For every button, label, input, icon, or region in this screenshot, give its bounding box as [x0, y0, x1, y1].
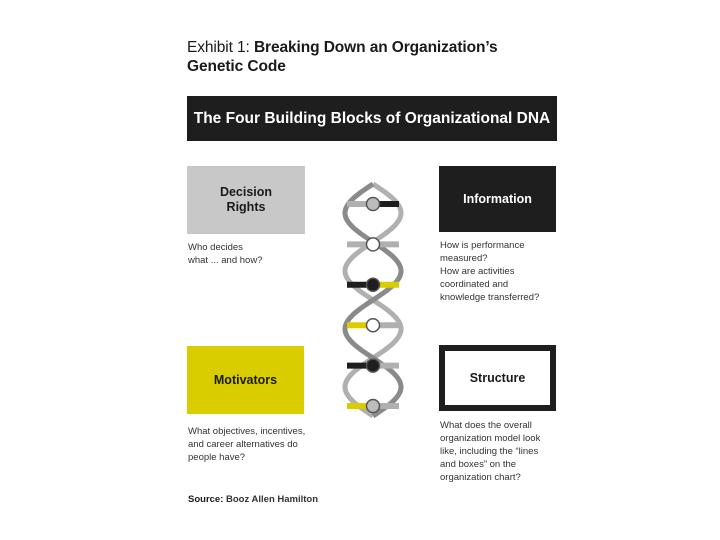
helix-strand-2: [345, 184, 401, 416]
decision-rights-label: Decision Rights: [220, 185, 272, 215]
decision-rights-description: Who decides what ... and how?: [188, 241, 318, 267]
section-banner: The Four Building Blocks of Organization…: [187, 96, 557, 141]
decision-rights-block: Decision Rights: [187, 166, 305, 234]
information-block: Information: [439, 166, 556, 232]
exhibit-title-line1: Breaking Down an Organization’s: [254, 39, 498, 56]
source-label: Source:: [188, 494, 223, 505]
helix-node: [367, 319, 380, 332]
structure-block: Structure: [439, 345, 556, 411]
exhibit-title: Exhibit 1: Breaking Down an Organization…: [187, 38, 547, 76]
dna-helix-icon: [328, 176, 418, 426]
helix-node: [367, 359, 380, 372]
motivators-description: What objectives, incentives, and career …: [188, 425, 328, 464]
helix-node: [367, 238, 380, 251]
exhibit-title-lead: Exhibit 1:: [187, 39, 254, 56]
banner-text: The Four Building Blocks of Organization…: [194, 110, 551, 128]
structure-description: What does the overall organization model…: [440, 419, 580, 484]
helix-node: [367, 278, 380, 291]
exhibit-title-line2: Genetic Code: [187, 58, 286, 75]
motivators-label: Motivators: [214, 373, 277, 388]
source-credit: Source: Booz Allen Hamilton: [188, 494, 318, 505]
source-name: Booz Allen Hamilton: [226, 494, 318, 505]
motivators-block: Motivators: [187, 346, 304, 414]
helix-node: [367, 198, 380, 211]
information-description: How is performance measured? How are act…: [440, 239, 580, 304]
structure-label: Structure: [470, 371, 526, 386]
helix-node: [367, 400, 380, 413]
information-label: Information: [463, 192, 532, 207]
